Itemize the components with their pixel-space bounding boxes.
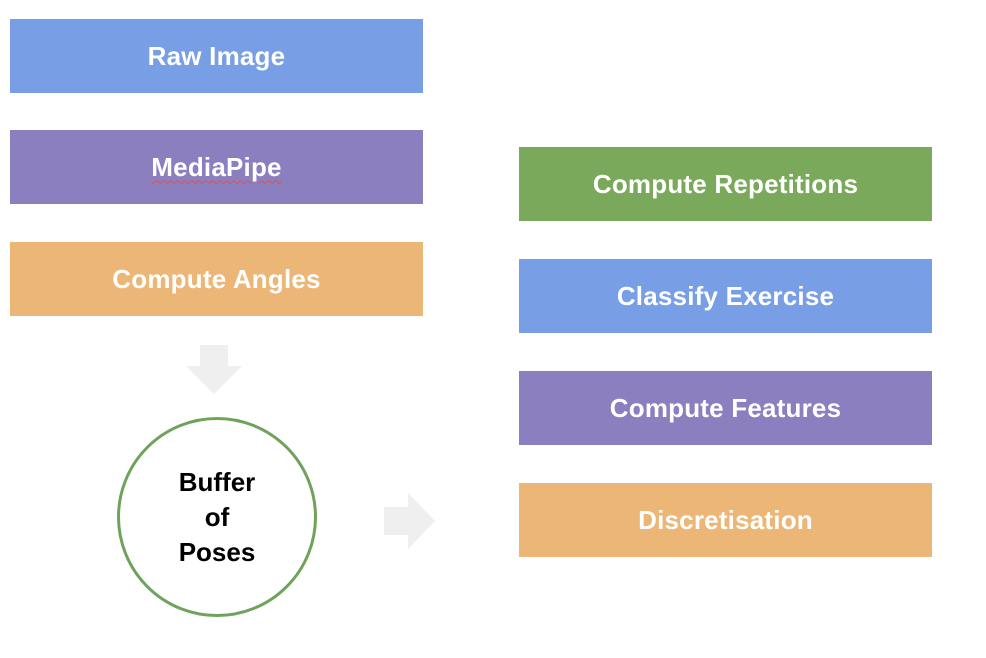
buffer-label-line1: Buffer xyxy=(178,466,256,497)
arrow-right-icon xyxy=(384,493,435,549)
buffer-label-line2: of xyxy=(204,501,230,532)
mediapipe-box: MediaPipe xyxy=(10,130,423,204)
mediapipe-label: MediaPipe xyxy=(151,151,282,182)
classify-exercise-label: Classify Exercise xyxy=(616,280,835,311)
arrow-down-icon xyxy=(186,345,242,394)
discretisation-box: Discretisation xyxy=(519,483,932,557)
compute-repetitions-label: Compute Repetitions xyxy=(592,168,859,199)
compute-angles-box: Compute Angles xyxy=(10,242,423,316)
compute-features-label: Compute Features xyxy=(609,392,842,423)
raw-image-box: Raw Image xyxy=(10,19,423,93)
discretisation-label: Discretisation xyxy=(638,504,813,535)
buffer-label-line3: Poses xyxy=(178,536,256,567)
compute-features-box: Compute Features xyxy=(519,371,932,445)
raw-image-label: Raw Image xyxy=(147,40,286,71)
buffer-of-poses-label: Buffer of Poses xyxy=(147,465,287,570)
compute-angles-label: Compute Angles xyxy=(112,263,321,294)
compute-repetitions-box: Compute Repetitions xyxy=(519,147,932,221)
classify-exercise-box: Classify Exercise xyxy=(519,259,932,333)
buffer-of-poses-circle: Buffer of Poses xyxy=(117,417,317,617)
